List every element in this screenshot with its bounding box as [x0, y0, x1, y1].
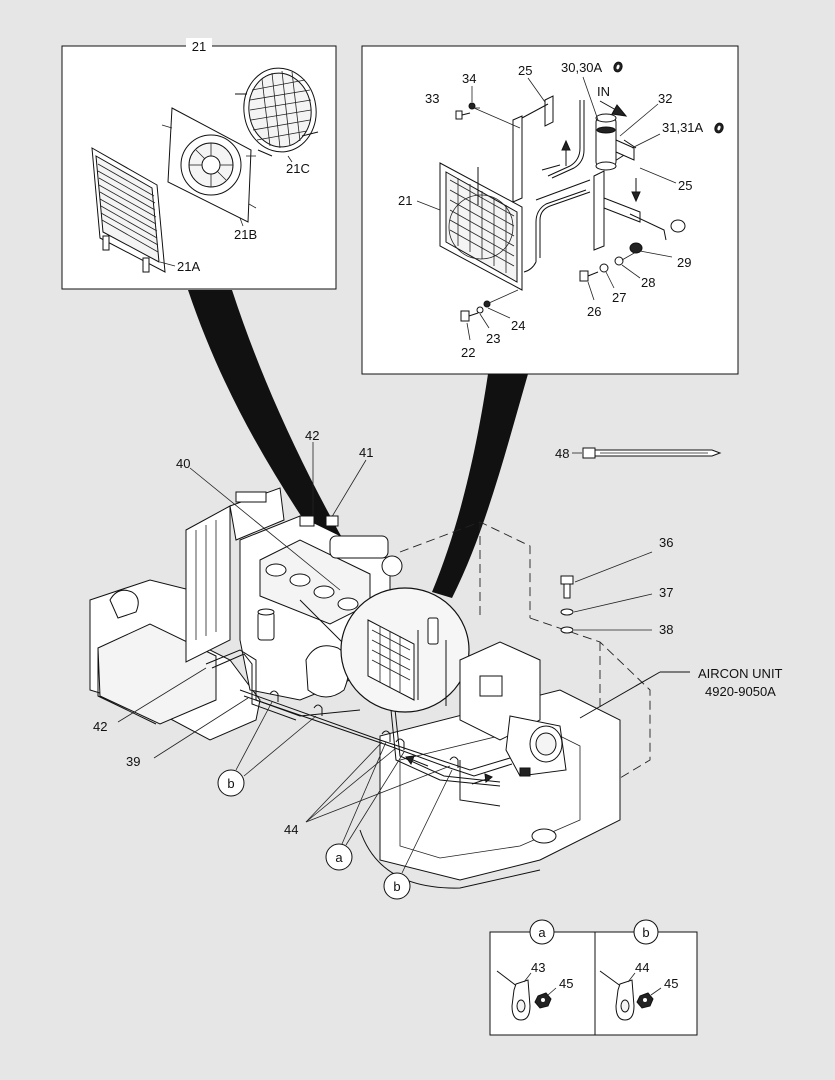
label-25-right: 25 [678, 178, 692, 193]
label-21c: 21C [286, 161, 310, 176]
label-30-30a: 30,30A [561, 60, 603, 75]
label-inlet: IN [597, 84, 610, 99]
label-34: 34 [462, 71, 476, 86]
washer-28 [614, 256, 624, 266]
inset-fan-assembly: 21 21A [61, 38, 337, 290]
detail-label-43: 43 [531, 960, 545, 975]
label-41: 41 [359, 445, 373, 460]
label-23: 23 [486, 331, 500, 346]
svg-text:b: b [393, 879, 400, 894]
zoom-leaders [188, 290, 528, 606]
label-29: 29 [677, 255, 691, 270]
direction-arrows-icon [405, 755, 493, 785]
bolt-36 [560, 575, 574, 599]
callout-a [325, 843, 353, 871]
detail-callout-a [529, 919, 555, 945]
label-21b: 21B [234, 227, 257, 242]
label-28: 28 [641, 275, 655, 290]
bracket-25-left [512, 95, 591, 203]
label-21a: 21A [177, 259, 200, 274]
label-36: 36 [659, 535, 673, 550]
label-44: 44 [284, 822, 298, 837]
label-27: 27 [612, 290, 626, 305]
label-42-left: 42 [93, 719, 107, 734]
svg-text:a: a [335, 850, 343, 865]
label-32: 32 [658, 91, 672, 106]
detail-b-clamp [599, 970, 654, 1021]
svg-text:b: b [642, 925, 649, 940]
detail-label-45-a: 45 [559, 976, 573, 991]
svg-text:b: b [227, 776, 234, 791]
label-33: 33 [425, 91, 439, 106]
radiator-core [185, 487, 285, 663]
callout-b-left [217, 769, 245, 797]
label-25-top: 25 [518, 63, 532, 78]
detail-a-clamp [496, 970, 552, 1021]
cable-tie-48: 48 [555, 446, 722, 461]
inset-condenser-mount: 21 25 25 [361, 45, 739, 375]
washer-28b [629, 242, 643, 254]
detail-callout-b [633, 919, 659, 945]
washer-27 [599, 263, 609, 273]
inset-title-21: 21 [192, 39, 206, 54]
label-aircon-unit: AIRCON UNIT [698, 666, 783, 681]
label-22: 22 [461, 345, 475, 360]
svg-text:a: a [538, 925, 546, 940]
washer-37 [560, 608, 574, 616]
fan-guard-21c [235, 67, 319, 157]
inlet-arrow-icon [599, 100, 617, 111]
washer-24 [483, 300, 491, 308]
condenser-21 [439, 162, 523, 291]
washer-23 [476, 306, 484, 314]
shroud-21b [161, 107, 257, 223]
bolt-26 [579, 270, 599, 282]
label-24: 24 [511, 318, 525, 333]
washer-34 [468, 102, 476, 110]
grommet-29 [670, 219, 686, 233]
detail-label-44: 44 [635, 960, 649, 975]
condenser-zoom-circle [340, 587, 470, 713]
refrigerant-pipes [523, 100, 667, 273]
label-42-top: 42 [305, 428, 319, 443]
label-40: 40 [176, 456, 190, 471]
label-38: 38 [659, 622, 673, 637]
callout-b-bottom [383, 872, 411, 900]
connector-41 [299, 515, 315, 527]
main-assembly: AIRCON UNIT 4920-9050A 40 42 41 42 39 b … [89, 428, 783, 900]
label-37: 37 [659, 585, 673, 600]
svg-text:48: 48 [555, 446, 569, 461]
washer-38 [560, 626, 574, 634]
label-31-31a: 31,31A [662, 120, 704, 135]
detail-table: a b 43 45 44 45 [489, 919, 698, 1036]
label-26: 26 [587, 304, 601, 319]
bolt-33 [455, 110, 471, 120]
detail-label-45-b: 45 [664, 976, 678, 991]
aircon-unit [459, 641, 567, 777]
grille-21a [91, 147, 166, 273]
clamp-marks [269, 690, 459, 768]
label-39: 39 [126, 754, 140, 769]
refrigerant-hoses [205, 599, 513, 807]
receiver-drier-30 [595, 113, 635, 171]
bolt-22 [460, 310, 479, 322]
label-aircon-part-no: 4920-9050A [705, 684, 776, 699]
label-21-condenser: 21 [398, 193, 412, 208]
